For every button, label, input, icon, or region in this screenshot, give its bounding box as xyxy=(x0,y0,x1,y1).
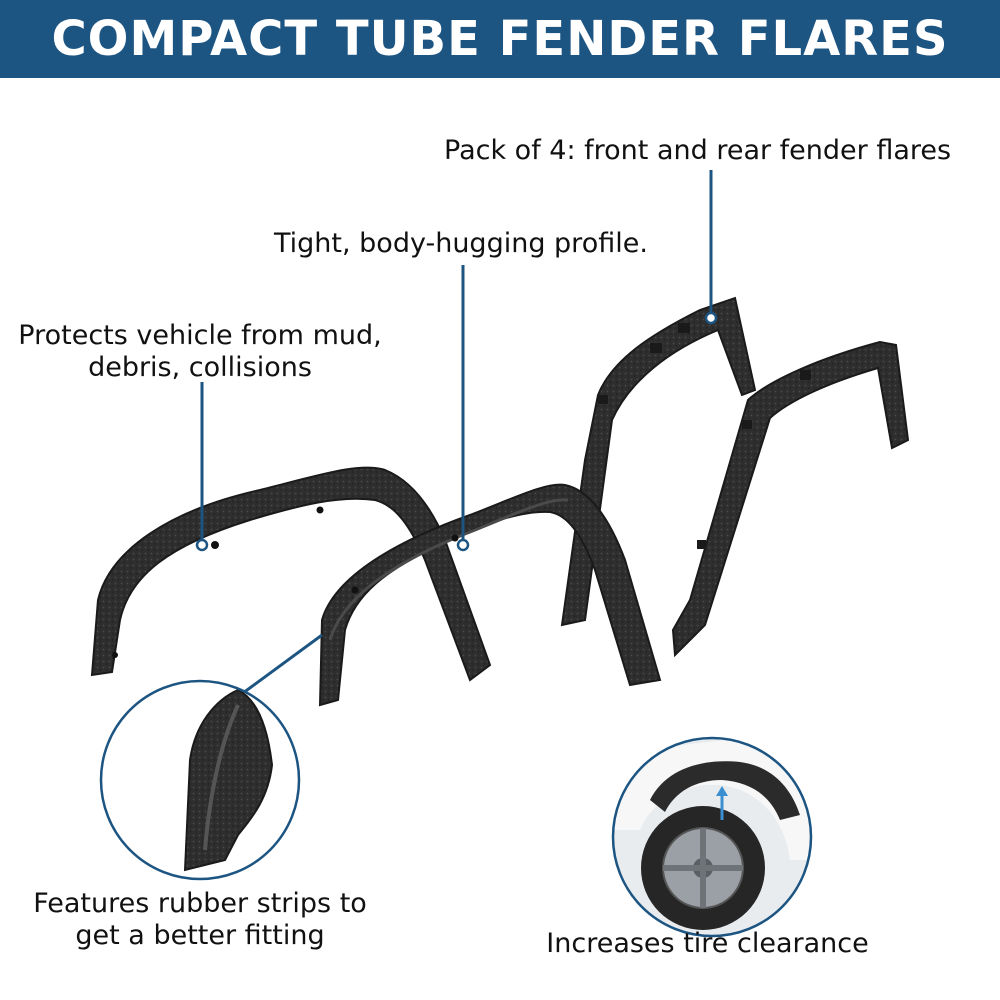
callout-protects-line1: Protects vehicle from mud, xyxy=(18,320,382,351)
tire-clearance-detail xyxy=(611,736,813,938)
callout-rubber-strips: Features rubber strips to get a better f… xyxy=(20,888,380,952)
callout-body-hugging-profile: Tight, body-hugging profile. xyxy=(274,228,648,260)
callout-protects-line2: debris, collisions xyxy=(88,352,312,383)
title-banner: COMPACT TUBE FENDER FLARES xyxy=(0,0,1000,78)
rear-flare-left xyxy=(560,296,757,627)
callout-rubber-line2: get a better fitting xyxy=(75,920,325,951)
rubber-strip-detail xyxy=(99,679,301,881)
callout-pack-text: Pack of 4: front and rear fender flares xyxy=(444,135,952,166)
callout-profile-text: Tight, body-hugging profile. xyxy=(274,228,648,259)
callout-tire-clearance: Increases tire clearance xyxy=(535,928,880,960)
callout-pack-of-four: Pack of 4: front and rear fender flares xyxy=(444,135,951,167)
rear-flare-right xyxy=(671,340,910,658)
front-flare-left xyxy=(90,466,492,682)
callout-protects-vehicle: Protects vehicle from mud, debris, colli… xyxy=(10,320,390,384)
front-flare-center xyxy=(318,483,662,707)
page-title: COMPACT TUBE FENDER FLARES xyxy=(51,11,949,67)
callout-tire-text: Increases tire clearance xyxy=(546,928,869,959)
callout-rubber-line1: Features rubber strips to xyxy=(33,888,367,919)
